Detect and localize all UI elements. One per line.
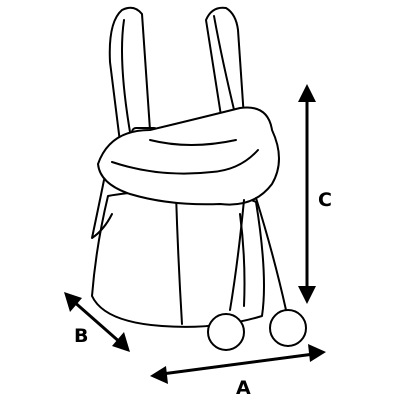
bag-top-fabric (97, 106, 280, 206)
bag-top-fold-1 (111, 149, 259, 175)
right-strap-inner-line (213, 15, 237, 119)
arrow-head-b-bottom (112, 332, 130, 352)
bag-seam-center (175, 193, 183, 325)
arrow-head-c-bottom (298, 286, 316, 304)
bag-top-fold-2 (149, 139, 237, 146)
pompom-left (207, 313, 245, 351)
label-b: B (74, 325, 88, 347)
dimension-arrow-a: A (150, 344, 326, 399)
dimension-arrow-b: B (64, 292, 130, 352)
drawstring-cord-left (229, 199, 245, 311)
dimension-arrow-icon (161, 352, 315, 376)
arrow-head-a-right (308, 344, 326, 362)
dimension-arrow-icon (71, 298, 123, 346)
left-strap-inner-line (121, 19, 131, 133)
arrow-head-c-top (298, 84, 316, 102)
drawstring-backpack-icon (91, 6, 307, 351)
bag-top-fold-3 (91, 179, 113, 239)
pompom-right (269, 309, 307, 347)
dimension-arrow-c: C (298, 84, 332, 304)
arrow-head-b-top (64, 292, 82, 312)
label-a: A (236, 377, 251, 399)
arrow-head-a-left (150, 366, 168, 384)
label-c: C (318, 189, 332, 211)
left-strap (108, 6, 151, 143)
drawstring-cord-right (255, 197, 287, 311)
